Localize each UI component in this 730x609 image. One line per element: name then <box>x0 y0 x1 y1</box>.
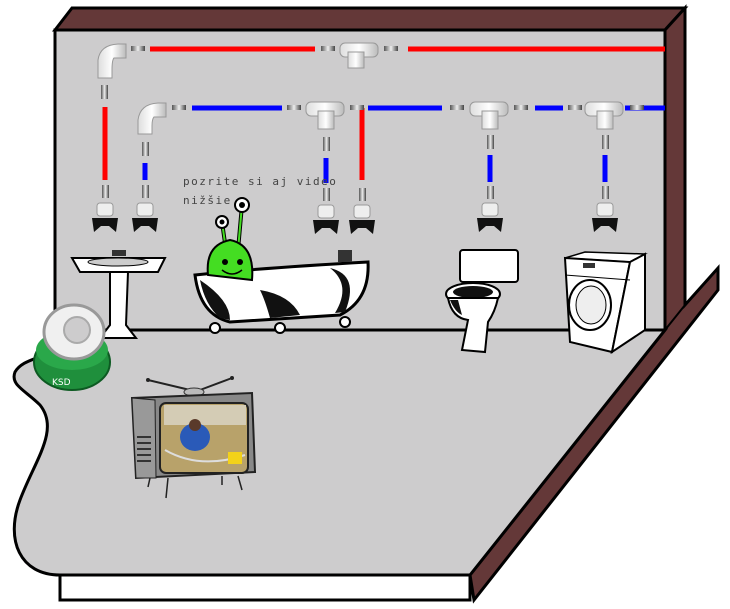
pipe-fittings <box>97 42 644 156</box>
video-hint-line1: pozrite si aj video <box>183 175 338 188</box>
tee-fitting-icon <box>321 42 398 69</box>
toilet-icon[interactable] <box>445 249 519 354</box>
valve-icon <box>349 188 375 234</box>
alien-mascot-icon <box>206 197 254 282</box>
svg-text:KSD: KSD <box>52 378 71 388</box>
floor <box>12 328 669 577</box>
valve-icon <box>92 185 118 232</box>
valve-icon <box>592 186 618 232</box>
valve-icon <box>132 185 158 232</box>
video-hint-line2: nižšie <box>183 194 232 207</box>
washing-machine-icon[interactable] <box>563 251 648 355</box>
tee-fitting-icon <box>450 101 528 149</box>
sink-icon[interactable] <box>70 250 167 339</box>
valve-icon <box>313 188 339 234</box>
elbow-fitting-icon <box>137 102 186 156</box>
tv-video-icon[interactable] <box>130 376 257 499</box>
valves <box>92 185 618 234</box>
wall-floor-corner <box>664 304 686 331</box>
elbow-fitting-icon <box>97 43 145 99</box>
floor-front-edge <box>58 573 472 602</box>
hot-water-pipes <box>102 46 665 180</box>
tee-fitting-icon <box>287 101 364 151</box>
tee-fitting-icon <box>568 101 644 149</box>
pipe-coil-icon: KSD <box>33 303 111 391</box>
ceiling-trim <box>51 6 689 32</box>
valve-icon <box>477 186 503 232</box>
